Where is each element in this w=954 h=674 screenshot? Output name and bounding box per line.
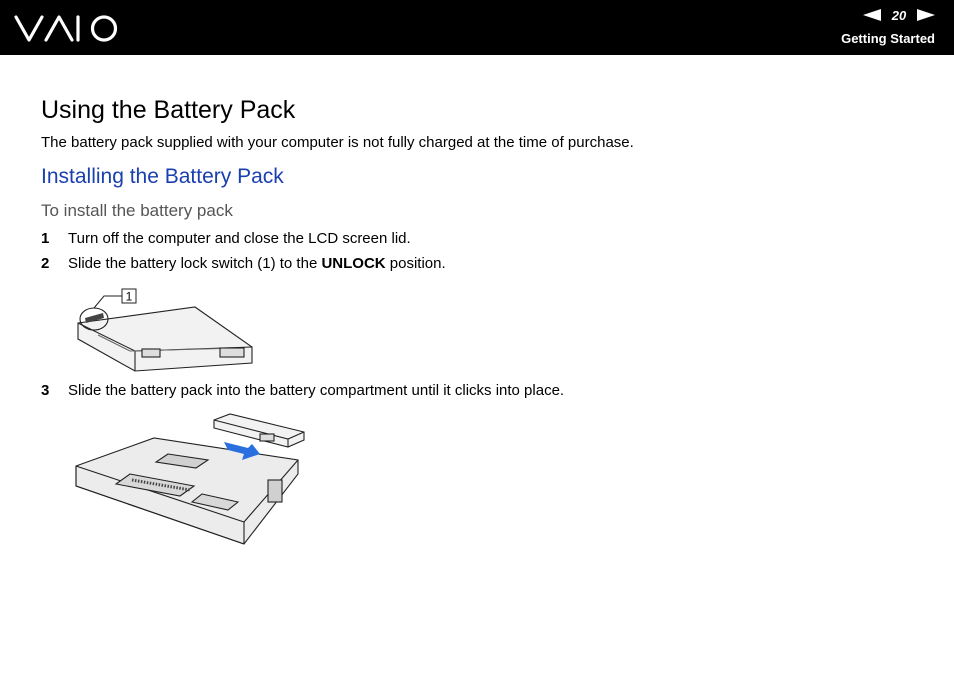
step-text: Slide the battery lock switch (1) to the xyxy=(68,255,322,272)
page-navigation: 20 xyxy=(863,7,935,23)
previous-page-icon[interactable] xyxy=(863,9,881,21)
section-heading: Installing the Battery Pack xyxy=(41,165,284,188)
step-number: 3 xyxy=(41,382,50,399)
page-number: 20 xyxy=(891,7,907,23)
step-text: position. xyxy=(385,255,446,272)
procedure-heading: To install the battery pack xyxy=(41,201,233,220)
callout-label: 1 xyxy=(126,290,133,304)
intro-paragraph: The battery pack supplied with your comp… xyxy=(41,134,634,151)
vaio-logo xyxy=(14,15,118,42)
step-2: 2 Slide the battery lock switch (1) to th… xyxy=(41,255,446,272)
next-page-icon[interactable] xyxy=(917,9,935,21)
step-number: 2 xyxy=(41,255,50,272)
callout-box xyxy=(121,288,137,304)
battery-lock-switch-illustration: 1 xyxy=(77,288,253,372)
step-3: 3 Slide the battery pack into the battery… xyxy=(41,382,564,399)
step-text: Turn off the computer and close the LCD … xyxy=(68,230,411,247)
step-number: 1 xyxy=(41,230,50,247)
page-header: 20 Getting Started xyxy=(0,0,954,57)
insert-direction-arrow-icon xyxy=(224,442,260,460)
page-title: Using the Battery Pack xyxy=(41,96,296,124)
header-divider xyxy=(0,55,954,57)
battery-insertion-illustration xyxy=(75,413,305,545)
step-bold-text: UNLOCK xyxy=(321,255,386,272)
section-label: Getting Started xyxy=(841,31,935,46)
step-text: Slide the battery pack into the battery … xyxy=(68,382,565,399)
step-1: 1 Turn off the computer and close the LCD… xyxy=(41,230,411,247)
